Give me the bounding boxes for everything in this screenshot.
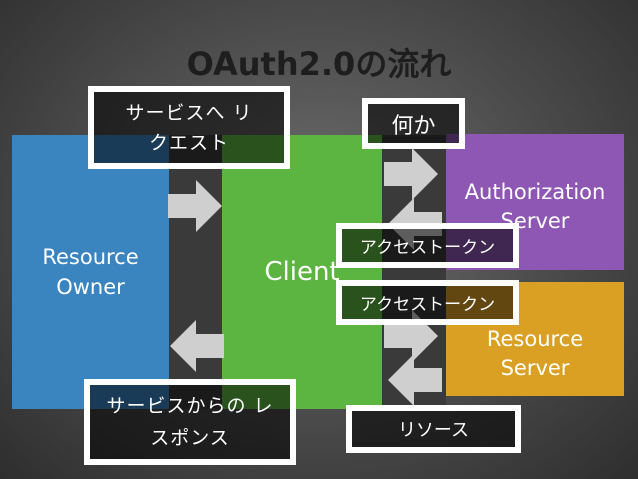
resource-server-label: Resource Server: [486, 327, 584, 380]
diagram-title: OAuth2.0の流れ: [186, 45, 452, 83]
access-token-text: アクセストークン: [359, 238, 496, 258]
something-text: 何か: [391, 113, 436, 139]
resource-server-block: Resource Server: [446, 282, 624, 396]
service-request-text: サービスへ リクエスト: [125, 101, 253, 154]
resource-owner-block: Resource Owner: [12, 135, 169, 409]
arrow-right-icon: [168, 180, 222, 232]
arrow-right-icon: [384, 148, 438, 200]
resource-text: リソース: [397, 420, 470, 441]
arrow-left-icon: [170, 320, 224, 372]
client-label: Client: [264, 257, 340, 287]
access-token-text: アクセストークン: [359, 295, 496, 315]
service-response-note: サービスからの レスポンス: [84, 379, 296, 465]
client-block: Client: [222, 135, 382, 409]
resource-owner-label: Resource Owner: [42, 245, 139, 299]
service-request-note: サービスへ リクエスト: [88, 86, 290, 169]
something-note: 何か: [362, 98, 465, 149]
resource-note: リソース: [346, 405, 521, 453]
access-token-note: アクセストークン: [336, 280, 519, 325]
authorization-server-block: Authorization Server: [446, 134, 624, 270]
access-token-note: アクセストークン: [336, 223, 519, 268]
service-response-text: サービスからの レスポンス: [106, 395, 274, 449]
arrow-left-icon: [388, 354, 442, 406]
